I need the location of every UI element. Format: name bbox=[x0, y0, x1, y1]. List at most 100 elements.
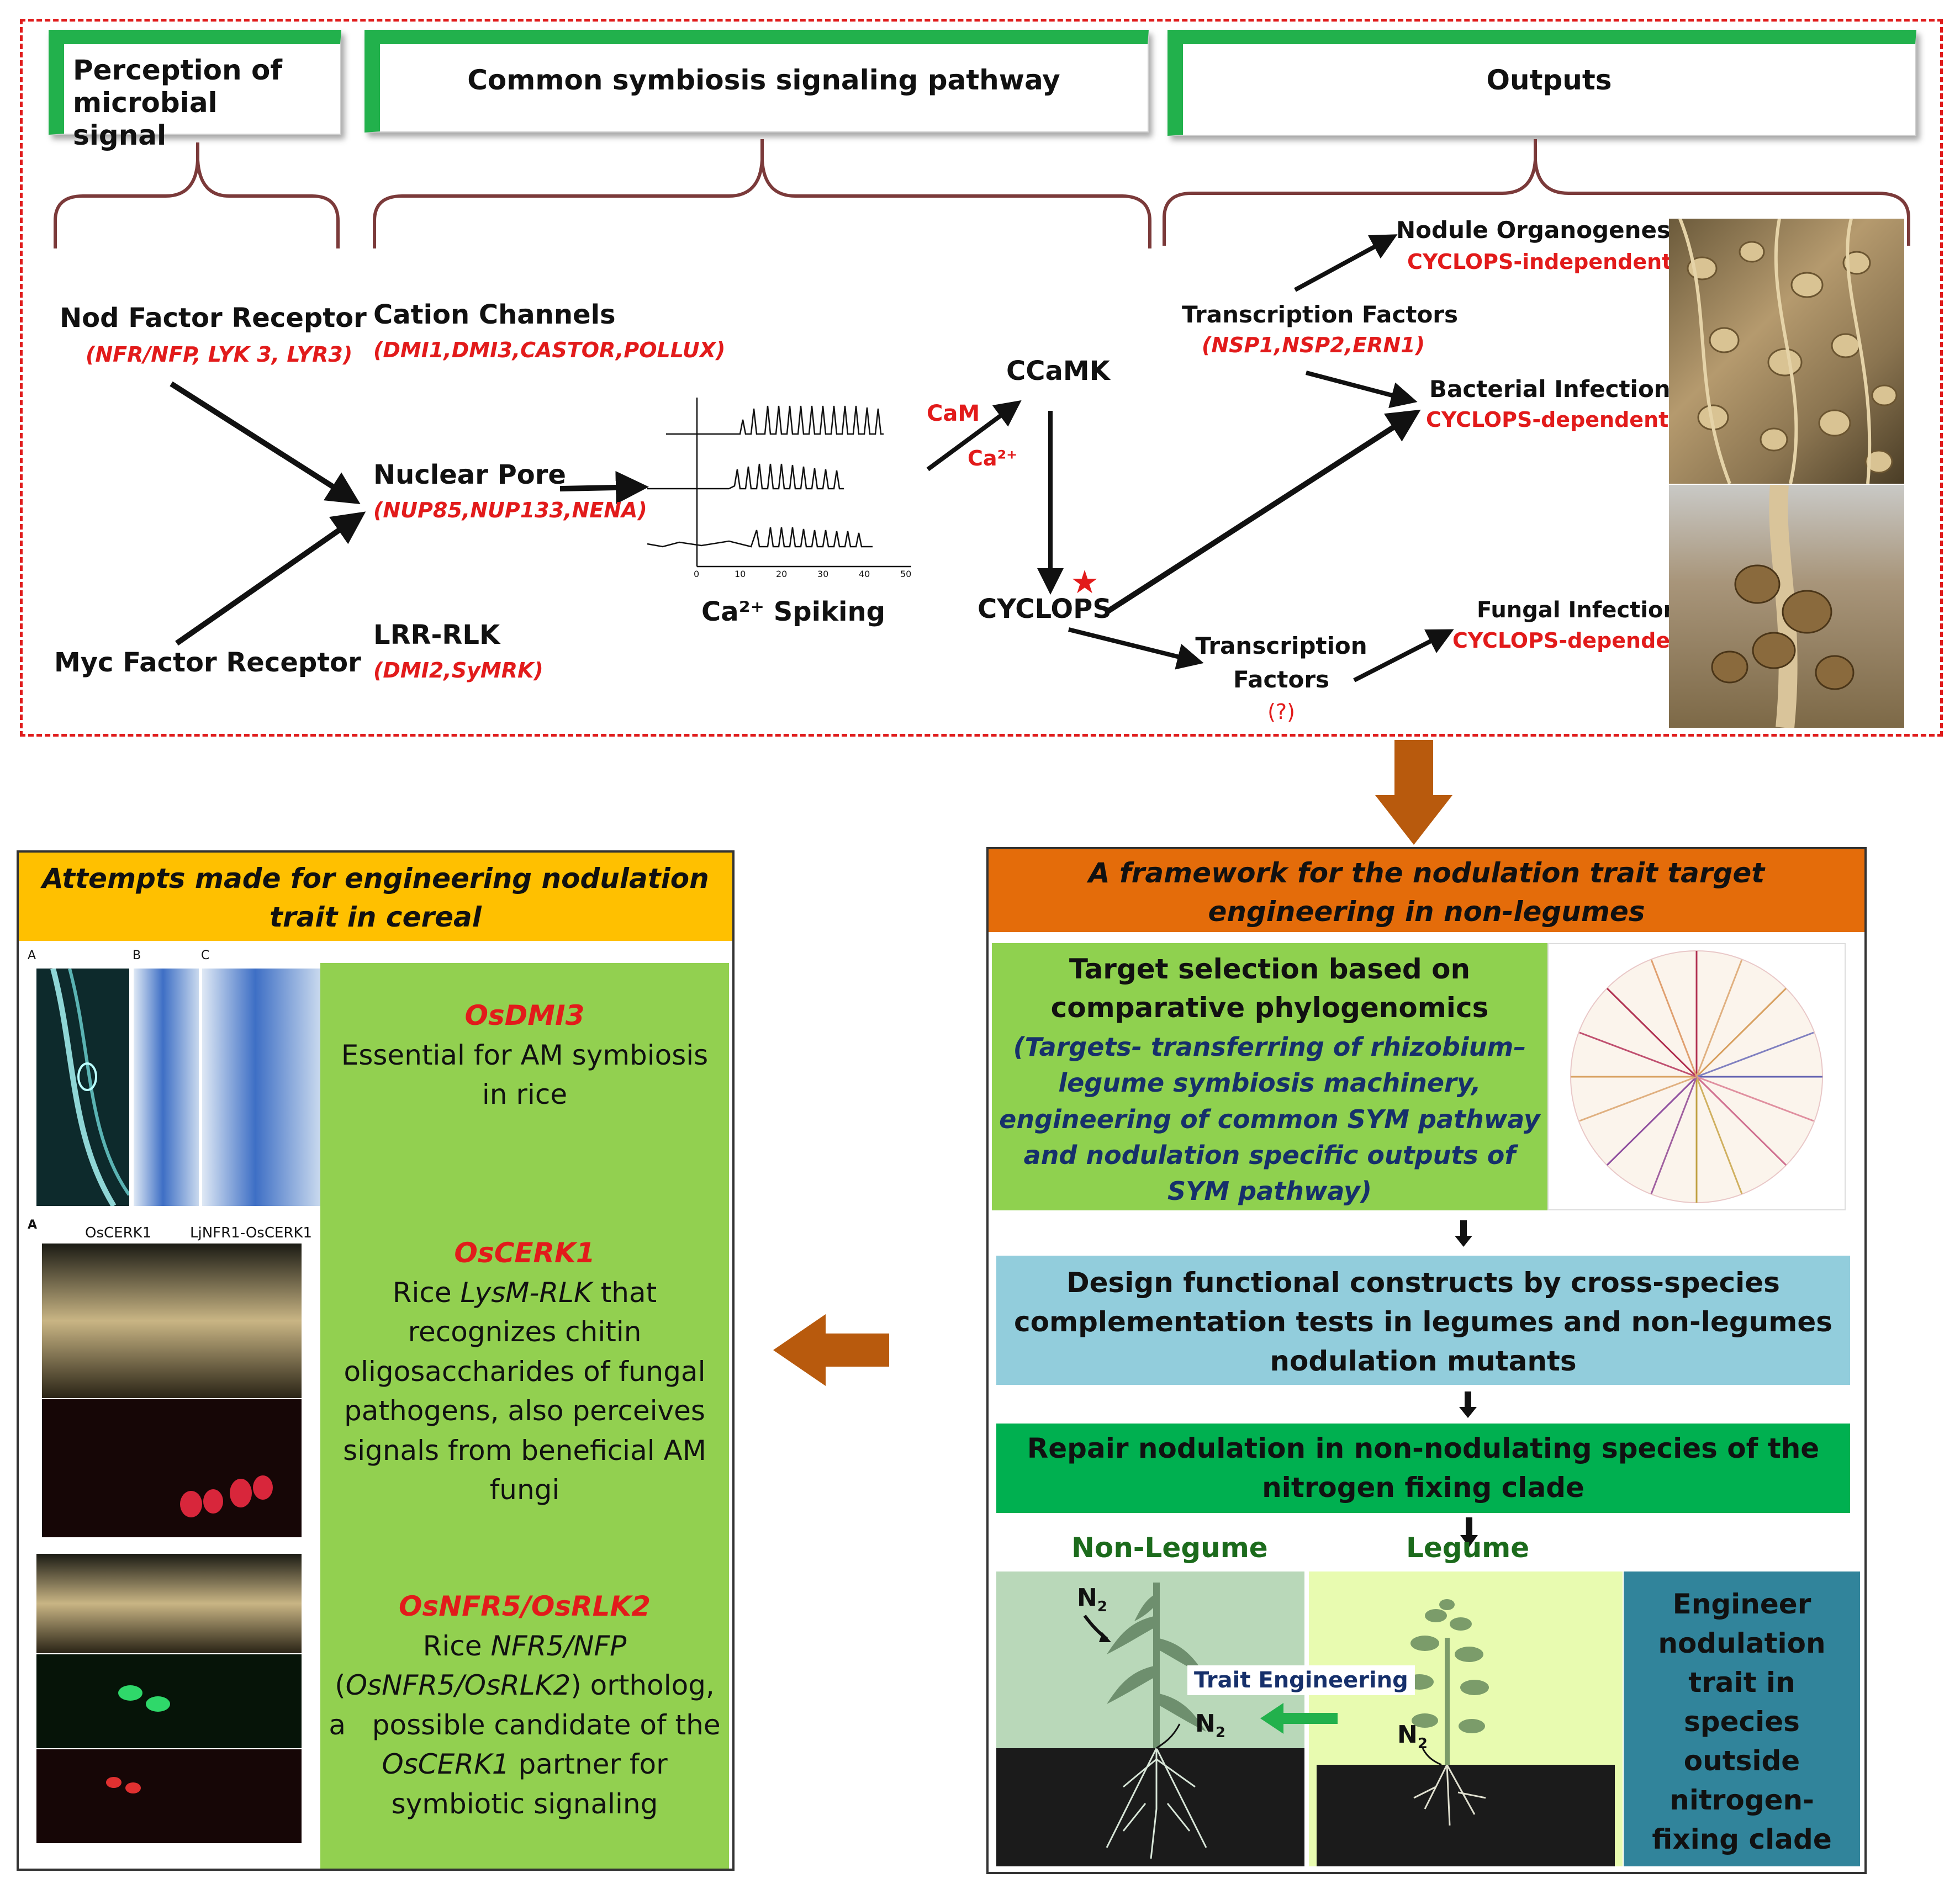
g3-l2-it: OsNFR5/OsRLK2 bbox=[345, 1669, 571, 1701]
gene-desc-osnfr5-line4: OsCERK1 partner for bbox=[320, 1745, 729, 1785]
header-common: Common symbiosis signaling pathway bbox=[364, 30, 1149, 133]
tf2-label: Transcription Factors (?) bbox=[1193, 629, 1370, 727]
figure-column: A B C A OsCERK1 LjNFR1-OsCERK1 bbox=[24, 949, 323, 1865]
non-legume-scene: N2 N2 bbox=[996, 1571, 1304, 1866]
spike-tick-0: 0 bbox=[694, 569, 700, 579]
gene-name-osdmi3: OsDMI3 bbox=[464, 999, 585, 1031]
nodule-organogenesis: Nodule Organogenesis bbox=[1396, 216, 1693, 244]
tf2-line2: Factors bbox=[1233, 665, 1330, 693]
spike-tick-1: 10 bbox=[735, 569, 746, 579]
down-arrow-icon bbox=[1375, 740, 1452, 845]
fungal-dependency: CYCLOPS-dependent bbox=[1452, 628, 1695, 653]
n2-label-nonlegume-top: N2 bbox=[1077, 1584, 1107, 1615]
spike-tick-3: 30 bbox=[817, 569, 829, 579]
header-outputs-text: Outputs bbox=[1486, 64, 1612, 96]
right-title: A framework for the nodulation trait tar… bbox=[1088, 857, 1765, 928]
header-common-text: Common symbiosis signaling pathway bbox=[467, 64, 1060, 96]
nuclear-genes: (NUP85,NUP133,NENA) bbox=[373, 498, 647, 522]
left-title: Attempts made for engineering nodulation… bbox=[42, 863, 709, 933]
nuclear-pore: Nuclear Pore bbox=[373, 459, 566, 490]
gene-desc-oscerk1-pre: Rice bbox=[392, 1276, 461, 1309]
spike-tick-2: 20 bbox=[776, 569, 788, 579]
repair-text: Repair nodulation in non-nodulating spec… bbox=[1027, 1432, 1820, 1504]
gene-text-panel: OsDMI3 Essential for AM symbiosis in ric… bbox=[320, 963, 729, 1869]
cation-genes: (DMI1,DMI3,CASTOR,POLLUX) bbox=[373, 338, 726, 362]
step-arrow-1-icon bbox=[1455, 1220, 1472, 1247]
fig-label-b: B bbox=[133, 949, 141, 962]
gene-desc-osnfr5: Rice NFR5/NFP (OsNFR5/OsRLK2) ortholog, … bbox=[320, 1627, 729, 1824]
tf1-label: Transcription Factors bbox=[1182, 301, 1459, 328]
n2-label-nonlegume-root: N2 bbox=[1195, 1710, 1225, 1741]
g3-l1-it: NFR5/NFP bbox=[490, 1629, 627, 1662]
nod-factor-genes: (NFR/NFP, LYK 3, LYR3) bbox=[86, 342, 353, 367]
non-legume-label: Non-Legume bbox=[1071, 1532, 1268, 1564]
n2-a: N bbox=[1077, 1584, 1097, 1612]
fig2-col2: LjNFR1-OsCERK1 bbox=[190, 1225, 313, 1241]
fungal-infection: Fungal Infection bbox=[1477, 597, 1679, 623]
fig2-label-a: A bbox=[28, 1218, 38, 1232]
ccamk-label: CCaMK bbox=[1006, 356, 1110, 387]
nodule-photo-bottom bbox=[1669, 484, 1904, 729]
cation-channels: Cation Channels bbox=[373, 299, 616, 330]
gene-desc-osnfr5-line2: (OsNFR5/OsRLK2) ortholog, bbox=[335, 1669, 715, 1701]
trait-arrow-icon bbox=[1260, 1703, 1338, 1734]
spike-tick-4: 40 bbox=[859, 569, 870, 579]
bacterial-dependency: CYCLOPS-dependent bbox=[1426, 408, 1669, 432]
fig3-red-image bbox=[36, 1749, 302, 1843]
pathway-arrows-svg bbox=[54, 139, 1910, 682]
tf1-genes: (NSP1,NSP2,ERN1) bbox=[1202, 333, 1425, 357]
lrr-rlk: LRR-RLK bbox=[373, 620, 500, 650]
fig3-green-image bbox=[36, 1654, 302, 1748]
n2-a-sub: 2 bbox=[1097, 1598, 1107, 1615]
gene-name-osnfr5: OsNFR5/OsRLK2 bbox=[399, 1590, 651, 1622]
nodule-dependency: CYCLOPS-independent bbox=[1407, 250, 1672, 274]
gene-block-osdmi3: OsDMI3 Essential for AM symbiosis in ric… bbox=[320, 996, 729, 1115]
fig-c-image bbox=[202, 969, 320, 1206]
left-arrow-icon bbox=[773, 1314, 889, 1386]
star-icon: ★ bbox=[1070, 563, 1099, 601]
tf2-q: (?) bbox=[1267, 699, 1295, 724]
n2-b: N bbox=[1195, 1710, 1216, 1738]
nodule-photo-top bbox=[1669, 218, 1904, 485]
target-note: (Targets- transferring of rhizobium–legu… bbox=[999, 1032, 1540, 1207]
fig2-root-image bbox=[42, 1244, 302, 1398]
legume-scene: N2 bbox=[1309, 1571, 1623, 1866]
fig3-root-image bbox=[36, 1554, 302, 1653]
right-title-bar: A framework for the nodulation trait tar… bbox=[989, 849, 1864, 932]
right-panel: A framework for the nodulation trait tar… bbox=[986, 847, 1867, 1874]
n2-label-legume: N2 bbox=[1397, 1721, 1428, 1752]
gene-desc-oscerk1-post: that recognizes chitin oligosaccharides … bbox=[343, 1276, 706, 1506]
gene-name-oscerk1: OsCERK1 bbox=[454, 1237, 595, 1269]
cyclops-label: CYCLOPS bbox=[978, 594, 1112, 625]
spike-tick-5: 50 bbox=[900, 569, 912, 579]
n2-c: N bbox=[1397, 1721, 1418, 1749]
step-arrow-3-icon bbox=[1460, 1517, 1478, 1547]
repair-box: Repair nodulation in non-nodulating spec… bbox=[996, 1424, 1850, 1513]
header-outputs: Outputs bbox=[1167, 30, 1916, 136]
design-box: Design functional constructs by cross-sp… bbox=[996, 1256, 1850, 1385]
legume-label: Legume bbox=[1406, 1532, 1530, 1564]
engineer-text: Engineer nodulation trait in species out… bbox=[1652, 1588, 1832, 1855]
ca2-label: Ca²⁺ bbox=[968, 446, 1018, 470]
engineer-box: Engineer nodulation trait in species out… bbox=[1624, 1571, 1860, 1866]
n2-c-sub: 2 bbox=[1417, 1735, 1428, 1752]
fig2-col1: OsCERK1 bbox=[85, 1225, 152, 1241]
g3-l1-pre: Rice bbox=[422, 1629, 491, 1662]
gene-block-oscerk1: OsCERK1 Rice LysM-RLK that recognizes ch… bbox=[320, 1234, 729, 1510]
target-title: Target selection based on comparative ph… bbox=[1050, 953, 1489, 1024]
phylogeny-tree-image bbox=[1547, 943, 1846, 1210]
header-perception: Perception of microbial signal bbox=[49, 30, 341, 151]
step-arrow-2-icon bbox=[1459, 1391, 1477, 1418]
fig-label-a: A bbox=[28, 949, 36, 962]
myc-factor-receptor: Myc Factor Receptor bbox=[54, 647, 361, 678]
design-text: Design functional constructs by cross-sp… bbox=[1013, 1267, 1832, 1377]
target-box: Target selection based on comparative ph… bbox=[992, 943, 1547, 1210]
trait-engineering-label: Trait Engineering bbox=[1187, 1665, 1415, 1695]
ca-spiking-trace bbox=[647, 398, 911, 568]
nod-factor-receptor: Nod Factor Receptor bbox=[60, 303, 367, 334]
fig2-red-image bbox=[42, 1399, 302, 1537]
g3-l2-post: ortholog, bbox=[581, 1669, 715, 1701]
cam-label: CaM bbox=[927, 401, 980, 426]
pathway-frame bbox=[20, 19, 1943, 737]
n2-b-sub: 2 bbox=[1215, 1724, 1225, 1741]
